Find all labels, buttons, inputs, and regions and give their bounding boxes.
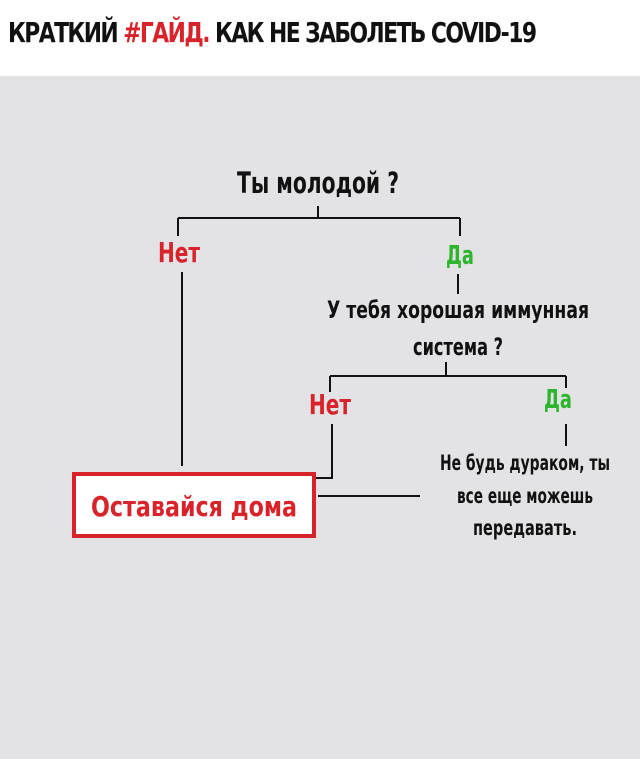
- advice-line-2: все еще можешь: [457, 484, 593, 508]
- result-label: Оставайся дома: [91, 490, 297, 523]
- q1-no-label: Нет: [158, 236, 201, 269]
- title-hashtag: #ГАЙД.: [123, 16, 210, 49]
- q2-no-label: Нет: [309, 388, 352, 421]
- advice-line-3: передавать.: [473, 516, 577, 540]
- question-1: Ты молодой ?: [237, 166, 399, 200]
- question-2-line-1: У тебя хорошая иммунная: [327, 296, 589, 324]
- diagram-panel: [0, 76, 640, 759]
- header: КРАТКИЙ #ГАЙД. КАК НЕ ЗАБОЛЕТЬ COVID-19: [0, 0, 640, 76]
- q2-no-line: [316, 424, 333, 479]
- question-2-line-2: система ?: [413, 333, 503, 361]
- title-rest: КАК НЕ ЗАБОЛЕТЬ COVID-19: [208, 16, 537, 49]
- advice-line-1: Не будь дураком, ты: [440, 451, 610, 475]
- q2-yes-label: Да: [544, 385, 572, 415]
- page-title: КРАТКИЙ #ГАЙД. КАК НЕ ЗАБОЛЕТЬ COVID-19: [8, 16, 537, 49]
- result-box: [72, 472, 316, 538]
- q1-yes-label: Да: [446, 241, 474, 271]
- connector-lines: [177, 206, 567, 497]
- title-prefix: КРАТКИЙ: [8, 16, 124, 49]
